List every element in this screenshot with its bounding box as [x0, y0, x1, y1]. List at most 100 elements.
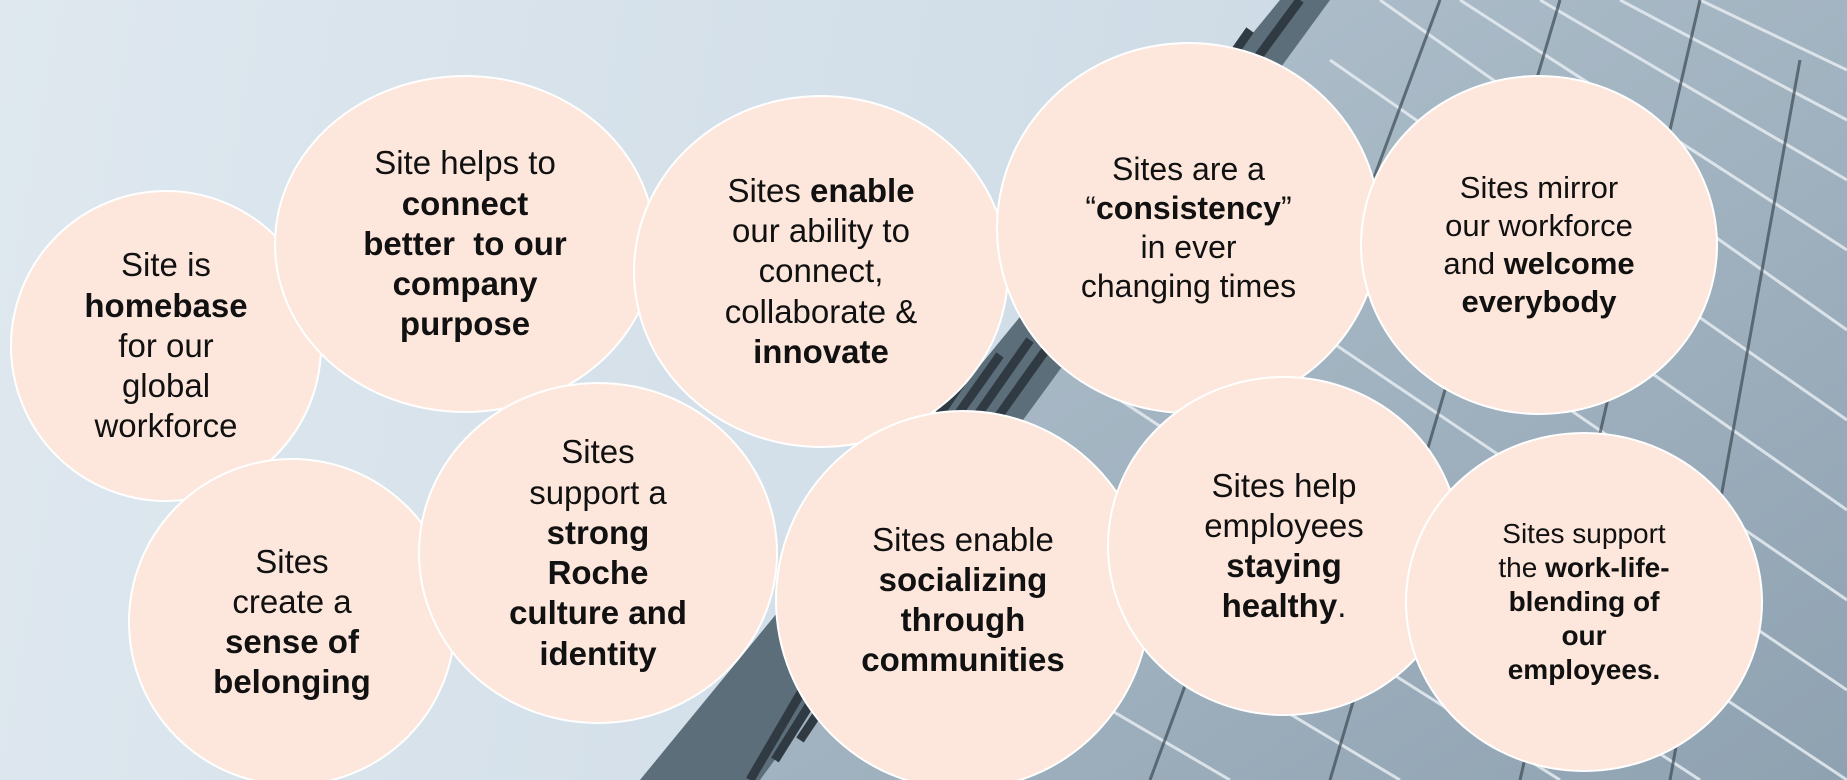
bubble-text-regular: connect,	[758, 252, 884, 290]
bubble-line: changing times	[1081, 267, 1296, 306]
bubble-line: Sites enable	[725, 171, 918, 211]
bubble-text-bold: innovate	[753, 332, 889, 370]
bubble-line: homebase	[84, 286, 247, 326]
bubble-text-regular: workforce	[94, 407, 238, 445]
bubble-line: culture and	[509, 593, 687, 633]
bubble-line: identity	[509, 634, 687, 674]
bubble-text-bold: welcome	[1503, 246, 1635, 281]
bubble-line: staying	[1204, 546, 1364, 586]
bubble-text-bold: belonging	[213, 663, 371, 701]
bubble-line: support a	[509, 473, 687, 513]
bubble-line: through	[861, 600, 1065, 640]
bubble-line: global	[84, 366, 247, 406]
bubble-line: connect,	[725, 251, 918, 291]
bubble-text-regular: Sites are a	[1112, 150, 1265, 187]
bubble-text-bold: better to our	[363, 224, 567, 262]
bubble-line: our workforce	[1443, 207, 1634, 245]
bubble-text-bold: consistency	[1096, 189, 1281, 226]
bubble-text-regular: changing times	[1080, 268, 1297, 305]
bubble-text-bold: our	[1561, 620, 1607, 652]
bubble-line: Sites support	[1498, 517, 1669, 551]
bubble-text-bold: purpose	[399, 305, 531, 343]
bubble-text-bold: healthy	[1221, 587, 1338, 625]
bubble-line: collaborate &	[725, 292, 918, 332]
bubble-line: Sites mirror	[1443, 169, 1634, 207]
bubble-line: create a	[213, 582, 371, 622]
bubble-line: blending of	[1498, 585, 1669, 619]
bubble-line: in ever	[1081, 228, 1296, 267]
bubble-text-regular: .	[1337, 587, 1347, 625]
bubble-text-regular: create a	[232, 582, 352, 620]
bubble-text-regular: Sites	[255, 542, 329, 580]
bubble-text-regular: Site helps to	[374, 144, 556, 182]
bubble-text-bold: strong	[546, 513, 650, 551]
bubble-text-bold: everybody	[1461, 283, 1617, 319]
bubble-text-regular: collaborate &	[724, 292, 918, 330]
bubble-text-regular: the	[1498, 551, 1546, 583]
bubble-line: workforce	[84, 406, 247, 446]
bubble-text-bold: through	[900, 601, 1026, 638]
bubble-text-regular: Sites	[561, 433, 635, 471]
bubble-line: connect	[363, 184, 567, 224]
bubble-text-bold: blending of	[1508, 585, 1660, 617]
bubble-text-regular: our ability to	[732, 212, 910, 250]
bubble-text-bold: Roche	[547, 554, 649, 591]
bubble-text-bold: identity	[539, 634, 657, 672]
bubble-text-regular: support a	[529, 473, 667, 511]
bubble-text-bold: sense of	[225, 623, 359, 660]
bubble-text-bold: employees.	[1507, 654, 1661, 686]
bubble-text-regular: and	[1443, 246, 1504, 281]
bubble-text-bold: socializing	[878, 560, 1048, 598]
bubble-line: Sites enable	[861, 520, 1065, 560]
bubble-line: healthy.	[1204, 586, 1364, 626]
bubble-line: our ability to	[725, 211, 918, 251]
bubble-text-regular: employees	[1204, 506, 1364, 544]
bubble-text-bold: culture and	[509, 594, 687, 632]
bubble-line: Sites are a	[1081, 150, 1296, 189]
bubble-text-regular: global	[121, 367, 211, 405]
bubble-line: Sites	[213, 542, 371, 582]
bubble-line: Roche	[509, 553, 687, 593]
bubble-text-regular: our workforce	[1445, 208, 1633, 244]
bubble-text-bold: company	[392, 265, 538, 303]
bubble-text-bold: homebase	[84, 286, 248, 324]
bubble-text-regular: Sites enable	[872, 520, 1054, 558]
bubble-line: better to our	[363, 224, 567, 264]
bubble-line: strong	[509, 513, 687, 553]
bubble-line: everybody	[1443, 283, 1634, 321]
bubble-text-regular: “	[1085, 189, 1096, 226]
bubble-line: purpose	[363, 304, 567, 344]
bubble-line: Site is	[84, 245, 247, 285]
bubble-line: sense of	[213, 622, 371, 662]
bubble-text-bold: connect	[401, 184, 529, 222]
bubble-text-regular: in ever	[1140, 229, 1237, 265]
bubble-text-bold: communities	[861, 641, 1065, 679]
bubble-line: our	[1498, 619, 1669, 653]
bubble-line: socializing	[861, 560, 1065, 600]
bubble-line: Sites help	[1204, 466, 1364, 506]
bubble-text-regular: Sites help	[1211, 466, 1357, 504]
bubble-line: belonging	[213, 662, 371, 702]
bubble-text-regular: Sites	[727, 171, 810, 209]
bubble-line: company	[363, 264, 567, 304]
bubble-text-bold: staying	[1226, 547, 1342, 584]
bubble-line: communities	[861, 640, 1065, 680]
bubble-line: employees	[1204, 506, 1364, 546]
